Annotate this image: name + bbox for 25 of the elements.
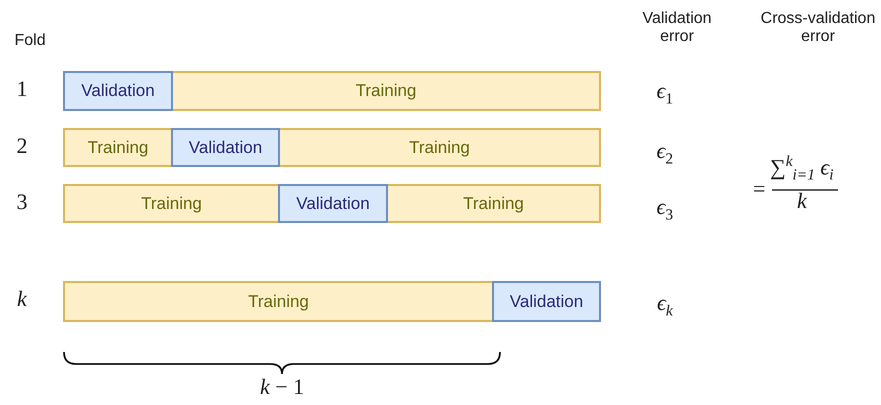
error-symbol: ϵ$_{2}$	[656, 138, 674, 168]
column-heading: Cross-validation error	[760, 10, 876, 47]
training-segment: Training	[278, 128, 601, 167]
formula-numerator: ∑$^{k}$$_{i=1}$ ϵ$_{i}$	[770, 153, 834, 184]
training-segment: Training	[63, 281, 494, 322]
error-symbol: ϵ$_{k}$	[657, 290, 673, 320]
training-segment: Training	[63, 184, 280, 223]
training-segment: Training	[171, 71, 601, 111]
validation-segment: Validation	[278, 184, 388, 223]
formula-denominator: k	[797, 188, 807, 214]
column-heading: Validation error	[641, 10, 713, 47]
equals-sign: =	[753, 176, 766, 202]
training-segment: Training	[63, 128, 173, 167]
validation-segment: Validation	[492, 281, 601, 322]
fold-number: 2	[16, 133, 28, 158]
validation-segment: Validation	[63, 71, 173, 111]
error-symbol: ϵ$_{3}$	[656, 194, 674, 224]
fold-number: 1	[16, 76, 28, 102]
training-segment: Training	[386, 184, 601, 223]
validation-segment: Validation	[171, 128, 280, 167]
error-symbol: ϵ$_{1}$	[656, 78, 674, 108]
column-heading: Fold	[14, 32, 46, 50]
fold-number: k	[17, 286, 27, 312]
fold-number: 3	[16, 189, 28, 214]
brace-label: k − 1	[260, 374, 304, 400]
